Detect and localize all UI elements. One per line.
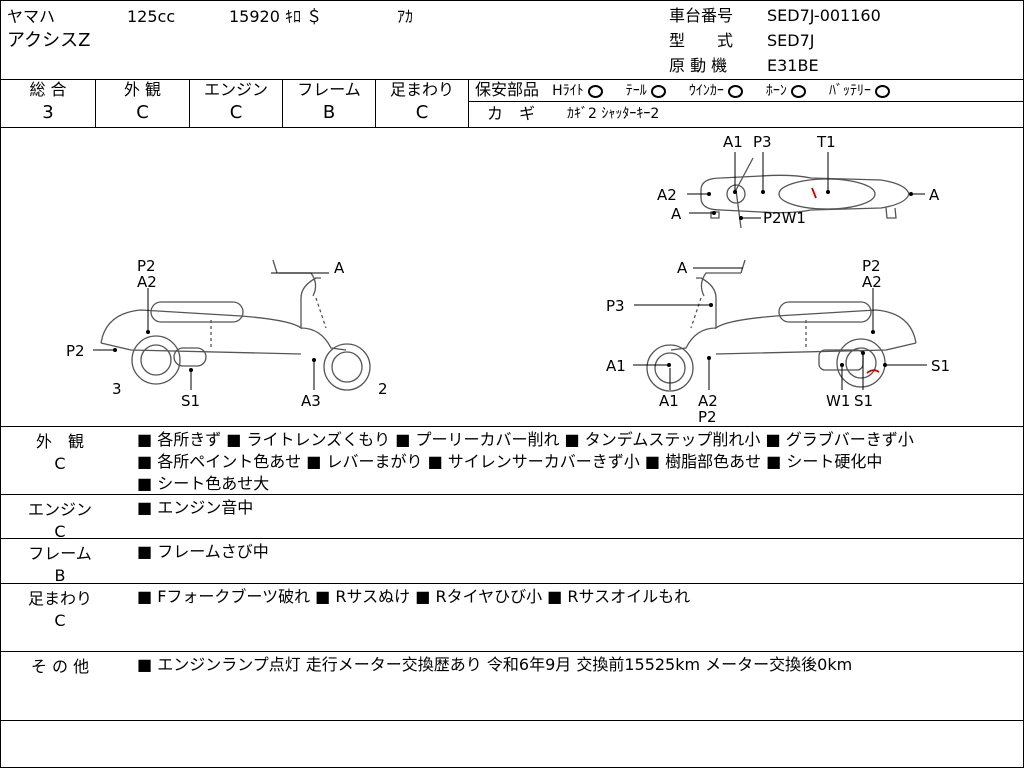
displacement: 125cc [127,7,176,26]
safety-winker: ｳｲﾝｶｰ [689,83,743,99]
section-text: ■ エンジンランプ点灯 走行メーター交換歴あり 令和6年9月 交換前15525k… [137,655,853,674]
rating-value: C [229,102,243,123]
diagram-label: A2 [657,186,677,204]
rating-label: 総 合 [29,80,67,99]
ratings-row: 総 合 3 外 観 C エンジン C フレーム B 足まわり C 保安部品 Hﾗ… [1,79,1023,128]
rating-value: B [322,102,336,123]
section-label: そ の 他 [30,657,90,676]
diagram-label: A [929,186,940,204]
diagram-label: A1 [659,392,679,410]
rating-label: エンジン [203,80,268,99]
rating-exterior: 外 観 C [96,79,189,127]
rating-frame: フレーム B [283,79,375,127]
frame-no-label: 車台番号 [669,6,734,25]
maker: ヤマハ [7,7,56,26]
key-label: カ ギ [487,104,536,123]
rating-value: C [136,102,149,123]
diagram-label: P2 [862,257,881,275]
model-code: SED7J [767,31,815,50]
rating-value: C [415,102,429,123]
model-name: アクシスZ [7,30,91,51]
section-text: ■ エンジン音中 [137,498,254,517]
diagram-label: A2 [698,392,718,410]
diagram-label: P2 [698,408,717,426]
color: ｱｶ [397,7,414,26]
ok-circle-icon [790,84,806,98]
section-text: ■ フレームさび中 [137,542,269,561]
scooter-left-view [100,259,371,391]
ok-circle-icon [587,84,603,98]
diagram-label: 3 [112,380,122,398]
ok-circle-icon [875,84,891,98]
rating-engine: エンジン C [190,79,282,127]
diagram-label: S1 [854,392,873,410]
diagram-label: S1 [931,357,950,375]
damage-diagram: A1 P3 T1 A2 A A P2W1 P2 A2 A P2 3 S1 A3 … [1,128,1023,427]
diagram-label: A1 [606,357,626,375]
diagram-label: A [671,205,682,223]
rating-value: 3 [42,102,54,123]
engine-label: 原 動 機 [669,56,728,75]
diagram-label: P3 [606,297,625,315]
safety-taillight: ﾃｰﾙ [626,83,666,99]
rating-label: 外 観 [123,80,162,99]
diagram-label: A2 [862,273,882,291]
scooter-diagram: A1 P3 T1 A2 A A P2W1 P2 A2 A P2 3 S1 A3 … [66,133,950,426]
ok-circle-icon [650,84,666,98]
section-other: そ の 他 ■ エンジンランプ点灯 走行メーター交換歴あり 令和6年9月 交換前… [1,652,1023,721]
rating-overall: 総 合 3 [1,79,95,127]
rating-label: 足まわり [389,80,454,99]
diagram-label: P2 [66,342,85,360]
engine-code: E31BE [767,56,819,75]
diagram-label: A [677,259,688,277]
diagram-label: A2 [137,273,157,291]
diagram-label: W1 [826,392,850,410]
diagram-label: P3 [753,133,772,151]
rating-label: フレーム [297,80,361,99]
scooter-top-view [700,157,910,229]
diagram-label: A3 [301,392,321,410]
diagram-label: S1 [181,392,200,410]
safety-title: 保安部品 [475,80,540,99]
frame-no: SED7J-001160 [767,6,881,25]
safety-parts: 保安部品 Hﾗｲﾄ ﾃｰﾙ ｳｲﾝｶｰ ﾎｰﾝ ﾊﾞｯﾃﾘｰ [475,80,891,101]
scooter-right-view [646,259,917,392]
damage-mark [866,369,880,374]
diagram-label: 2 [378,380,388,398]
diagram-label: P2 [137,257,156,275]
diagram-label: A1 [723,133,743,151]
safety-horn: ﾎｰﾝ [766,83,806,99]
section-text: ■ 各所きず ■ ライトレンズくもり ■ プーリーカバー削れ ■ タンデムステッ… [137,430,914,493]
section-text: ■ Fフォークブーツ破れ ■ Rサスぬけ ■ Rタイヤひび小 ■ Rサスオイルも… [137,587,691,606]
safety-battery: ﾊﾞｯﾃﾘｰ [829,83,891,99]
ok-circle-icon [727,84,743,98]
diagram-label: A [334,259,345,277]
damage-mark [811,187,817,199]
diagram-label: T1 [816,133,836,151]
diagram-label: P2W1 [763,209,806,227]
model-label: 型 式 [669,31,734,50]
mileage: 15920 ｷﾛ ＄ [229,7,323,26]
safety-headlight: Hﾗｲﾄ [552,83,603,99]
key-value: ｶｷﾞ2 ｼｬｯﾀｰｷｰ2 [567,106,660,122]
rating-suspension: 足まわり C [376,79,468,127]
header: ヤマハ 125cc 15920 ｷﾛ ＄ ｱｶ アクシスZ 車台番号 SED7J… [1,1,1023,80]
